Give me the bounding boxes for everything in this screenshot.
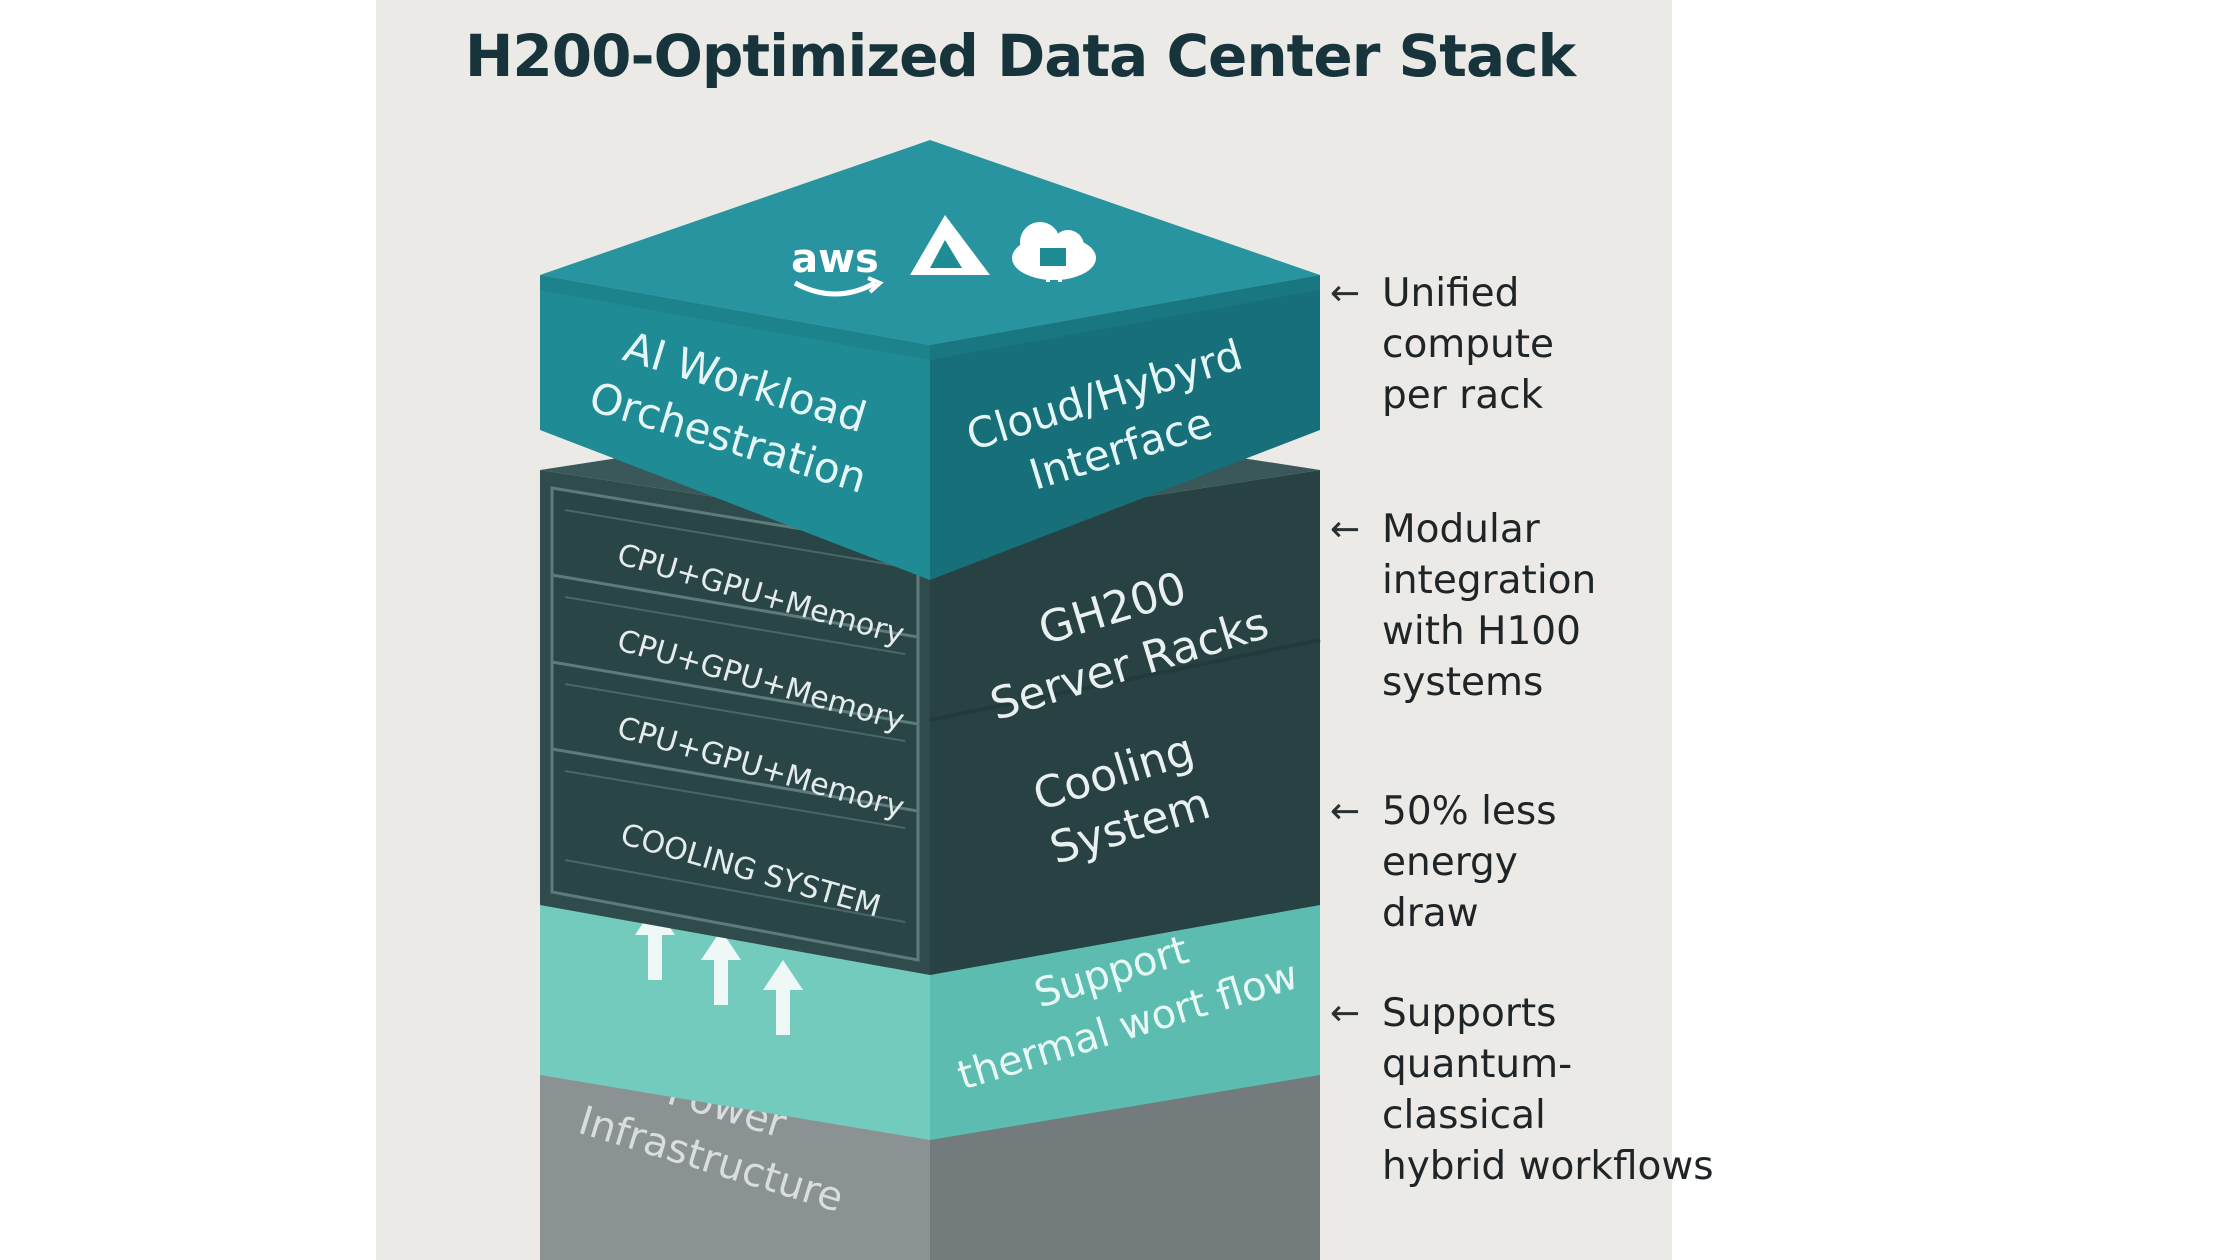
annotation-text: Unified compute per rack xyxy=(1382,271,1555,418)
annotation-modular-integration: ← Modular integration with H100 systems xyxy=(1330,504,1596,708)
top-edge-highlight xyxy=(540,275,1320,360)
annotation-energy-draw: ← 50% less energy draw xyxy=(1330,786,1557,939)
top-layer: aws AI Workload Orchestration Cloud/ xyxy=(540,140,1320,580)
annotation-text: Supports quantum- classical hybrid workf… xyxy=(1382,991,1714,1189)
rack-right-divider xyxy=(929,638,1321,722)
rack-vents xyxy=(564,509,906,923)
top-right-face xyxy=(930,275,1320,580)
azure-logo-icon xyxy=(910,215,990,275)
aws-logo-icon: aws xyxy=(791,236,884,297)
left-arrow-icon: ← xyxy=(1330,993,1361,1034)
left-arrow-icon: ← xyxy=(1330,509,1361,550)
annotation-text: Modular integration with H100 systems xyxy=(1382,507,1597,705)
up-arrow-icon xyxy=(701,930,741,1005)
aws-logo-text: aws xyxy=(791,236,879,282)
cloud-gear-icon xyxy=(1012,222,1096,282)
page-title: H200-Optimized Data Center Stack xyxy=(464,22,1576,90)
rack-right-face xyxy=(930,470,1320,975)
annotation-text: 50% less energy draw xyxy=(1382,789,1557,936)
up-arrow-icon xyxy=(763,960,803,1035)
left-arrow-icon: ← xyxy=(1330,273,1361,314)
top-left-face xyxy=(540,275,930,580)
left-arrow-icon: ← xyxy=(1330,791,1361,832)
annotation-quantum-hybrid: ← Supports quantum- classical hybrid wor… xyxy=(1330,988,1714,1192)
cloud-logos: aws xyxy=(791,215,1096,297)
annotation-unified-compute: ← Unified compute per rack xyxy=(1330,268,1554,421)
